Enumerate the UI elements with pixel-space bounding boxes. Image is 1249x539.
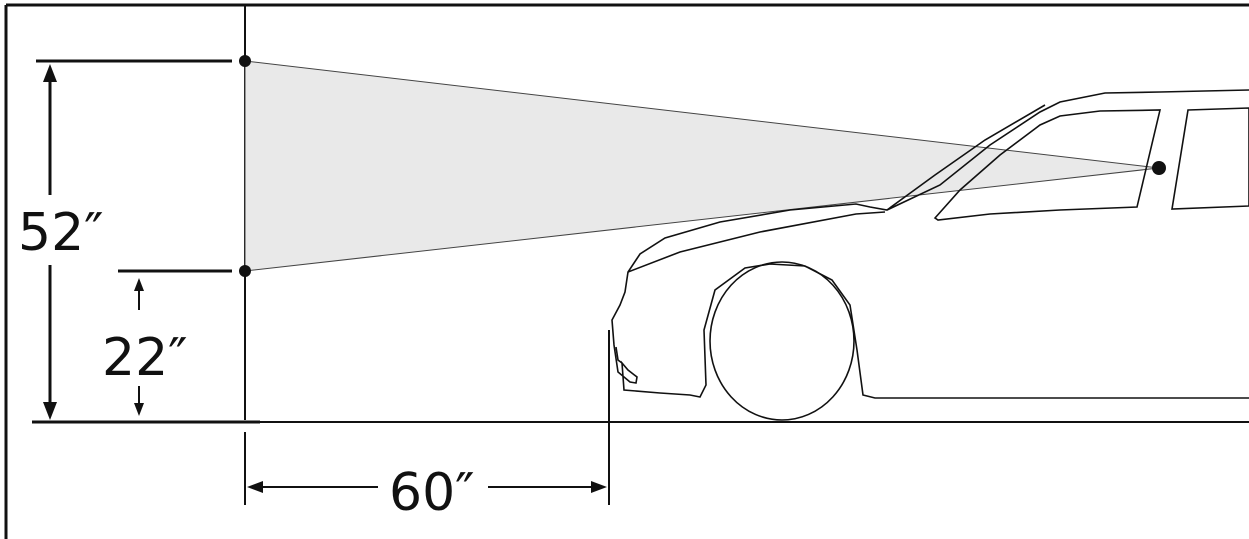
- height-22-dimension: 22″: [102, 278, 188, 416]
- distance-arrow-right: [591, 481, 607, 493]
- bumper-detail: [615, 346, 623, 364]
- lower-target-point: [239, 265, 251, 277]
- front-window: [933, 109, 1162, 221]
- visibility-cone: [244, 60, 1160, 272]
- driver-eye-point: [1152, 161, 1166, 175]
- height-52-dimension: 52″: [18, 64, 104, 420]
- height-52-arrow-up: [43, 64, 57, 82]
- upper-target-point: [239, 55, 251, 67]
- height-22-label: 22″: [102, 328, 188, 388]
- distance-arrow-left: [247, 481, 263, 493]
- car-outline: [611, 89, 1249, 421]
- height-22-arrow-up: [134, 278, 144, 291]
- distance-60-dimension: 60″: [244, 330, 610, 523]
- windshield-line: [886, 104, 1046, 211]
- rear-window: [1171, 107, 1249, 210]
- height-52-label: 52″: [18, 203, 104, 263]
- height-22-arrow-down: [134, 403, 144, 416]
- hood-crease: [627, 211, 886, 273]
- distance-60-label: 60″: [389, 463, 475, 523]
- height-52-arrow-down: [43, 402, 57, 420]
- front-wheel: [709, 261, 855, 421]
- car-body-outline: [611, 89, 1249, 399]
